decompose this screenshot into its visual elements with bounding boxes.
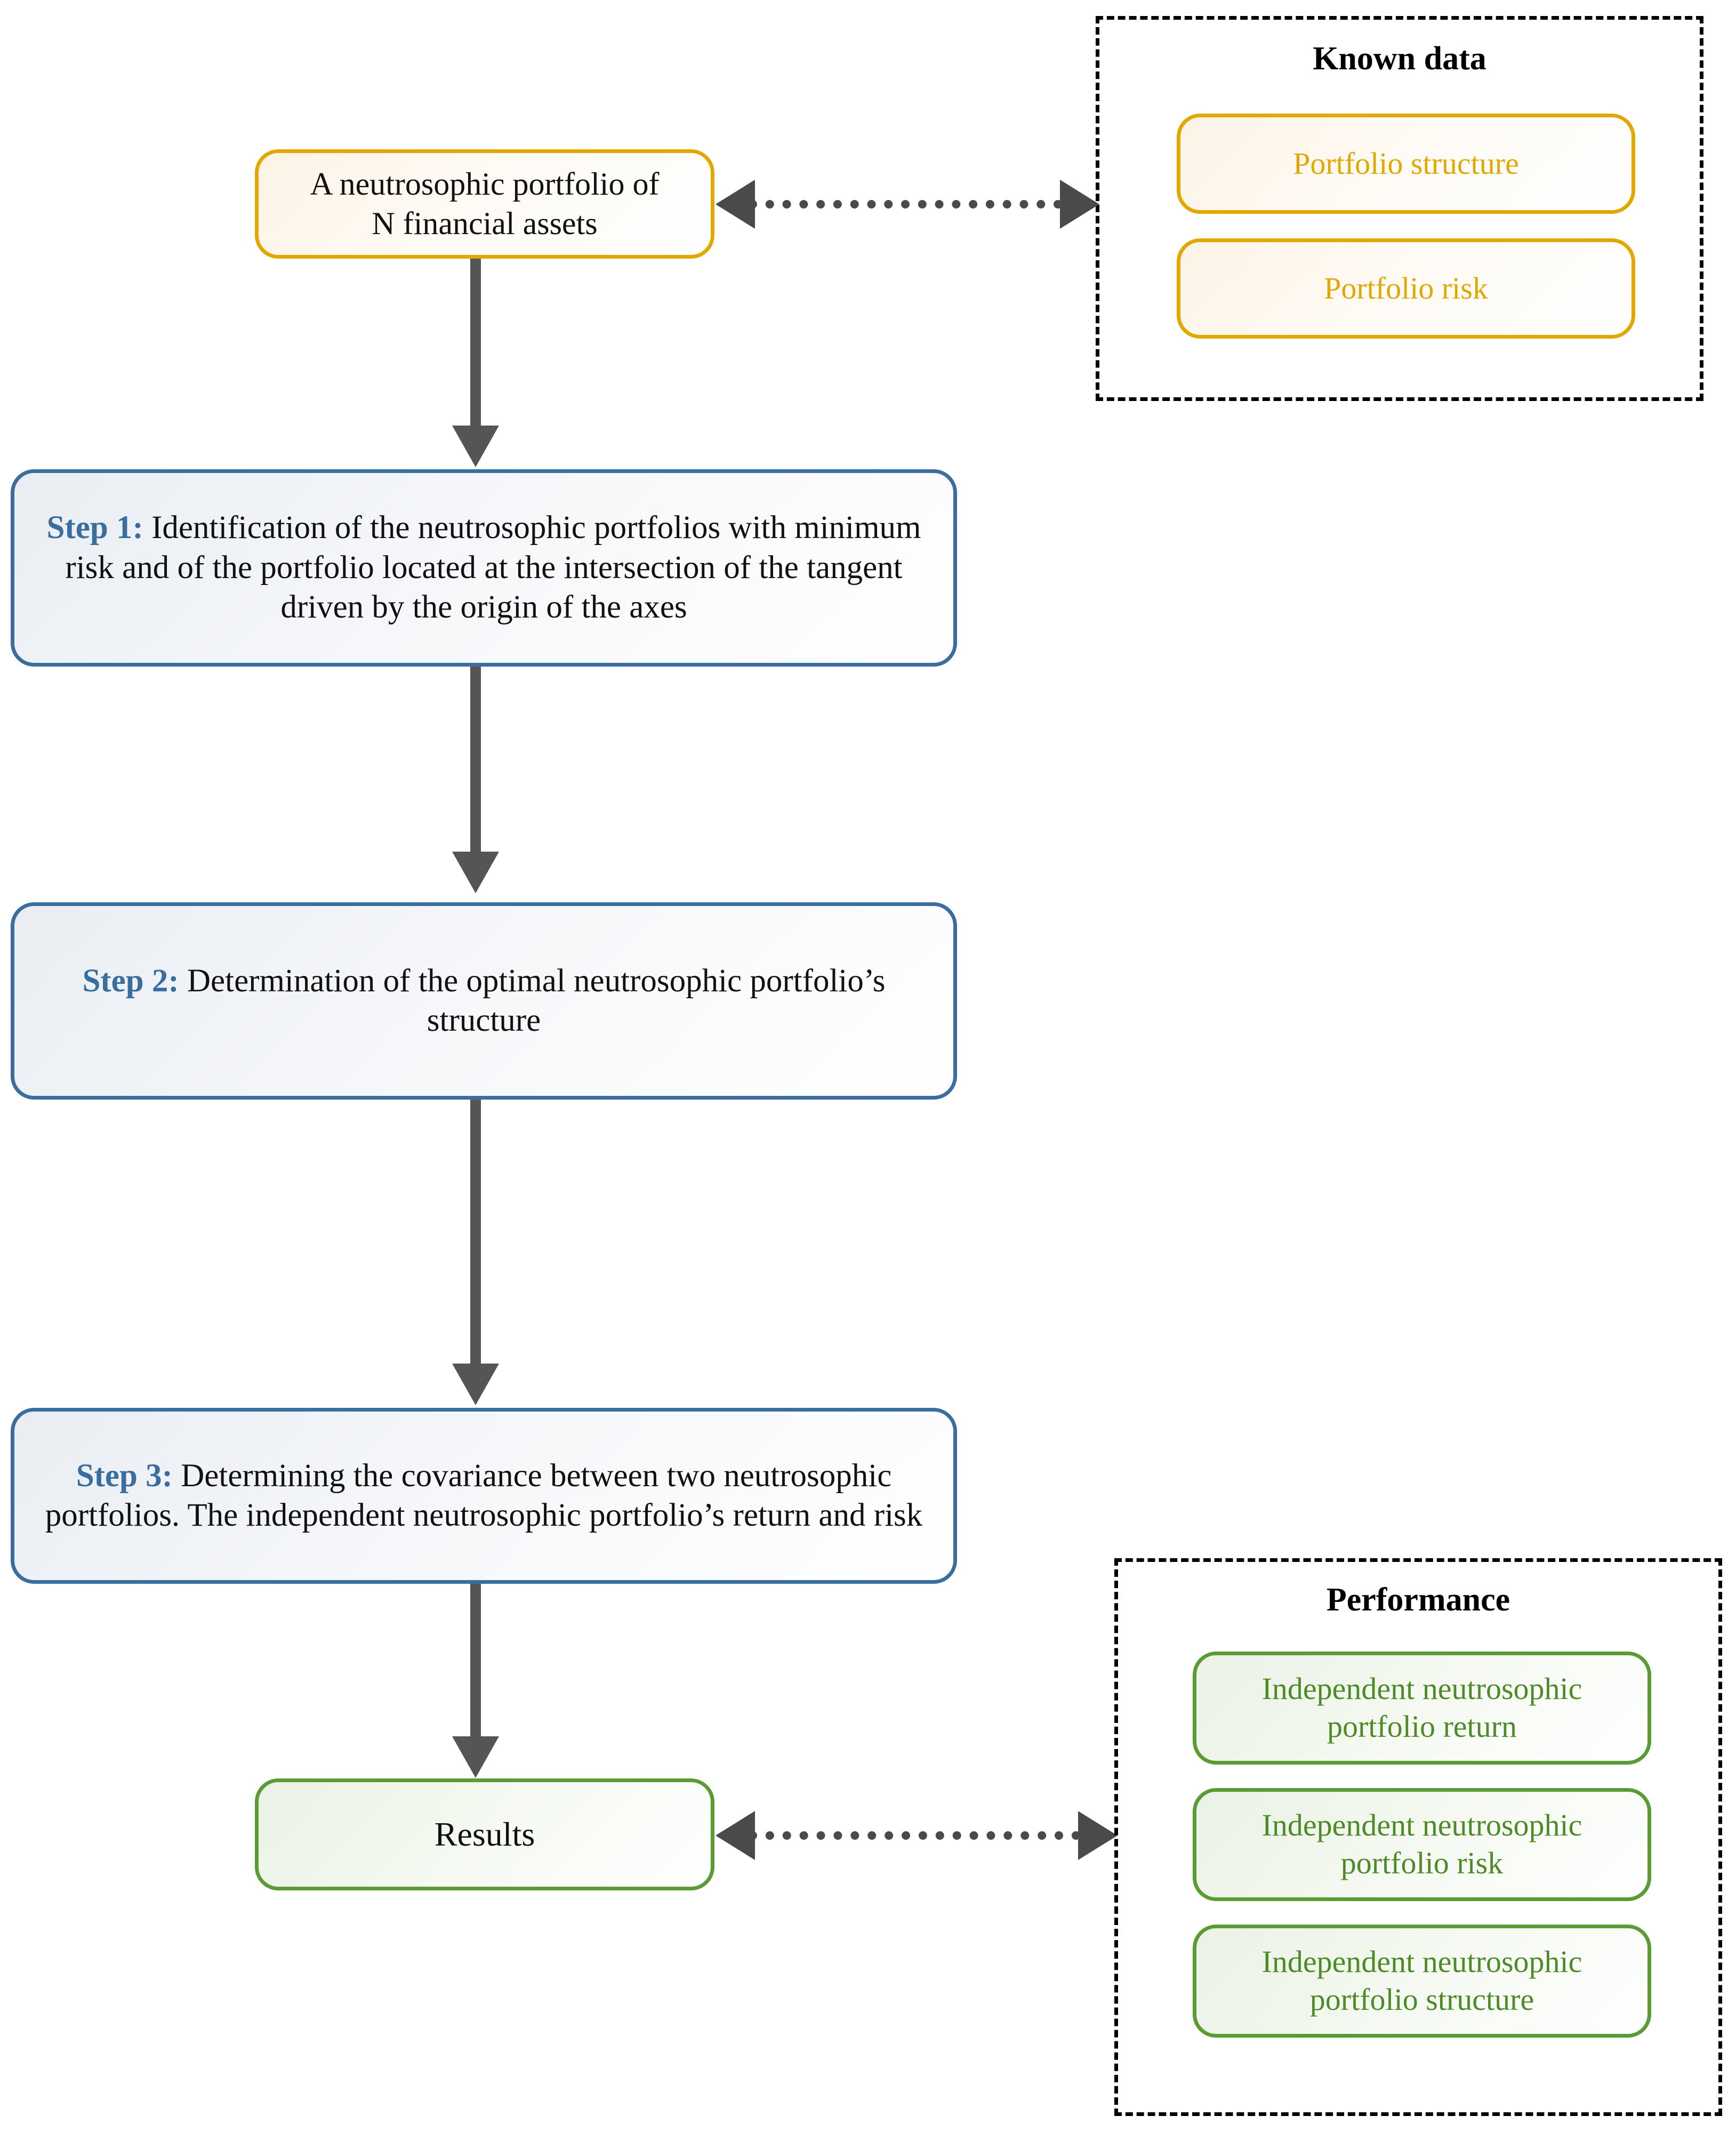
step-1-text: Step 1: Identification of the neutrosoph… [14, 508, 953, 627]
step-2-node[interactable]: Step 2: Determination of the optimal neu… [11, 902, 957, 1100]
known-data-item-label: Portfolio structure [1293, 146, 1519, 181]
start-to-known-arrow-right [1060, 180, 1099, 229]
arrow-start-to-step1-head [452, 426, 499, 467]
known-data-group: Known data Portfolio structure Portfolio… [1096, 16, 1703, 401]
performance-item-portfolio-structure[interactable]: Independent neutrosophic portfolio struc… [1193, 1925, 1651, 2038]
results-to-performance-dotted-line [749, 1831, 1097, 1840]
performance-item-portfolio-risk[interactable]: Independent neutrosophic portfolio risk [1193, 1788, 1651, 1901]
start-node[interactable]: A neutrosophic portfolio of N financial … [255, 149, 714, 259]
step-3-text: Step 3: Determining the covariance betwe… [14, 1456, 953, 1536]
performance-item-line1: Independent neutrosophic [1261, 1671, 1582, 1706]
known-data-item-portfolio-structure[interactable]: Portfolio structure [1177, 114, 1635, 214]
performance-item-label: Independent neutrosophic portfolio risk [1252, 1807, 1592, 1882]
performance-item-label: Independent neutrosophic portfolio retur… [1252, 1670, 1592, 1746]
arrow-step1-to-step2-line [470, 667, 481, 854]
step-2-text: Step 2: Determination of the optimal neu… [14, 961, 953, 1041]
performance-item-line1: Independent neutrosophic [1261, 1808, 1582, 1843]
start-to-known-arrow-left [716, 180, 755, 229]
step-1-body: Identification of the neutrosophic portf… [65, 510, 921, 626]
step-1-label: Step 1: [46, 510, 143, 546]
results-label: Results [434, 1815, 535, 1853]
step-3-node[interactable]: Step 3: Determining the covariance betwe… [11, 1408, 957, 1584]
results-to-performance-arrow-right [1078, 1811, 1118, 1860]
performance-item-line2: portfolio structure [1309, 1982, 1534, 2017]
performance-item-line2: portfolio return [1327, 1709, 1517, 1744]
start-node-line1: A neutrosophic portfolio of [310, 166, 660, 202]
arrow-start-to-step1-line [470, 259, 481, 428]
step-3-body: Determining the covariance between two n… [45, 1457, 923, 1533]
results-to-performance-arrow-left [716, 1811, 755, 1860]
performance-group: Performance Independent neutrosophic por… [1114, 1558, 1722, 2116]
performance-title: Performance [1326, 1582, 1510, 1618]
arrow-step3-to-results-line [470, 1584, 481, 1738]
arrow-step3-to-results-head [452, 1736, 499, 1778]
performance-item-line2: portfolio risk [1340, 1846, 1504, 1880]
step-2-label: Step 2: [82, 963, 179, 999]
start-to-known-dotted-line [749, 200, 1079, 209]
performance-item-line1: Independent neutrosophic [1261, 1944, 1582, 1979]
arrow-step2-to-step3-head [452, 1364, 499, 1405]
known-data-title: Known data [1313, 41, 1486, 77]
step-1-node[interactable]: Step 1: Identification of the neutrosoph… [11, 469, 957, 667]
performance-item-portfolio-return[interactable]: Independent neutrosophic portfolio retur… [1193, 1652, 1651, 1765]
arrow-step1-to-step2-head [452, 852, 499, 893]
results-node[interactable]: Results [255, 1778, 714, 1890]
start-node-line2: N financial assets [372, 205, 598, 241]
arrow-step2-to-step3-line [470, 1100, 481, 1366]
step-3-label: Step 3: [76, 1457, 173, 1494]
step-2-body: Determination of the optimal neutrosophi… [179, 963, 886, 1038]
known-data-item-portfolio-risk[interactable]: Portfolio risk [1177, 238, 1635, 339]
performance-item-label: Independent neutrosophic portfolio struc… [1252, 1943, 1592, 2019]
known-data-item-label: Portfolio risk [1324, 270, 1488, 306]
start-node-text: A neutrosophic portfolio of N financial … [301, 165, 669, 243]
